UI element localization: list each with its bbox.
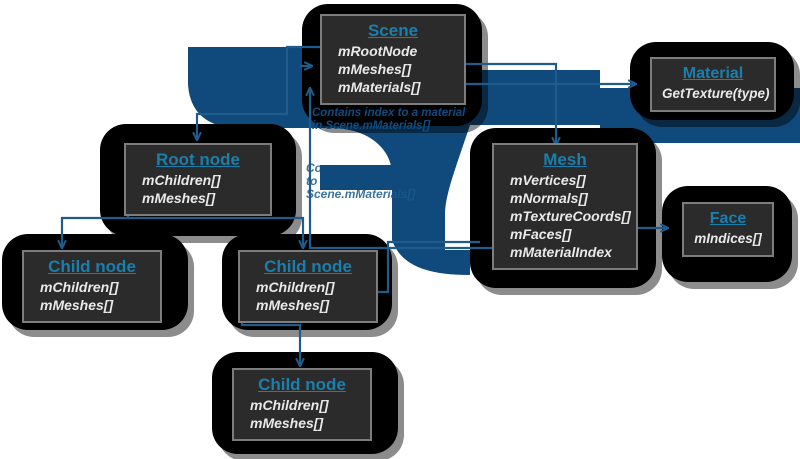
node-title-material: Material bbox=[682, 65, 744, 82]
field-childleft-mchildren: mChildren[] bbox=[40, 279, 119, 295]
node-box-child-node-middle[interactable]: Child node mChildren[] mMeshes[] bbox=[238, 250, 378, 323]
node-box-child-node-left[interactable]: Child node mChildren[] mMeshes[] bbox=[22, 250, 162, 323]
field-mmaterials: mMaterials[] bbox=[338, 79, 421, 95]
node-box-child-node-bottom[interactable]: Child node mChildren[] mMeshes[] bbox=[232, 368, 372, 441]
node-box-root-node[interactable]: Root node mChildren[] mMeshes[] bbox=[124, 143, 272, 216]
field-mfaces: mFaces[] bbox=[510, 226, 572, 242]
node-box-face[interactable]: Face mIndices[] bbox=[682, 202, 774, 257]
node-title-face: Face bbox=[709, 210, 747, 227]
field-childbot-mmeshes: mMeshes[] bbox=[250, 415, 324, 431]
node-title-child-middle: Child node bbox=[264, 257, 352, 276]
node-title-child-left: Child node bbox=[48, 257, 136, 276]
field-childmid-mchildren: mChildren[] bbox=[256, 279, 335, 295]
watermark-redaction-block bbox=[320, 165, 392, 190]
field-mrootnode: mRootNode bbox=[338, 43, 418, 59]
field-childmid-mmeshes: mMeshes[] bbox=[256, 297, 330, 313]
node-box-material[interactable]: Material GetTexture(type) bbox=[650, 57, 776, 112]
node-title-scene: Scene bbox=[367, 21, 419, 40]
node-box-mesh[interactable]: Mesh mVertices[] mNormals[] mTextureCoor… bbox=[492, 143, 638, 270]
node-box-scene[interactable]: Scene mRootNode mMeshes[] mMaterials[] bbox=[320, 14, 466, 105]
field-root-mchildren: mChildren[] bbox=[142, 172, 221, 188]
field-mtexturecoords: mTextureCoords[] bbox=[510, 208, 631, 224]
material-index-note: Contains index to a material in Scene.mM… bbox=[312, 107, 465, 132]
field-mvertices: mVertices[] bbox=[510, 172, 586, 188]
watermark-line-2: to bbox=[306, 174, 318, 188]
note-line-1: Contains index to a material bbox=[312, 107, 466, 119]
note-line-2: in Scene.mMaterials[] bbox=[312, 119, 431, 132]
field-mnormals: mNormals[] bbox=[510, 190, 588, 206]
node-title-mesh: Mesh bbox=[543, 150, 587, 169]
field-childbot-mchildren: mChildren[] bbox=[250, 397, 329, 413]
field-root-mmeshes: mMeshes[] bbox=[142, 190, 216, 206]
node-title-child-bottom: Child node bbox=[258, 375, 346, 394]
field-childleft-mmeshes: mMeshes[] bbox=[40, 297, 114, 313]
field-mmaterialindex: mMaterialIndex bbox=[510, 244, 612, 260]
watermark-line-3: Scene.mMaterials[] bbox=[306, 187, 416, 201]
node-title-root-node: Root node bbox=[155, 150, 241, 169]
field-mindices: mIndices[] bbox=[694, 231, 762, 246]
field-gettexture: GetTexture(type) bbox=[662, 86, 770, 101]
field-mmeshes: mMeshes[] bbox=[338, 61, 412, 77]
